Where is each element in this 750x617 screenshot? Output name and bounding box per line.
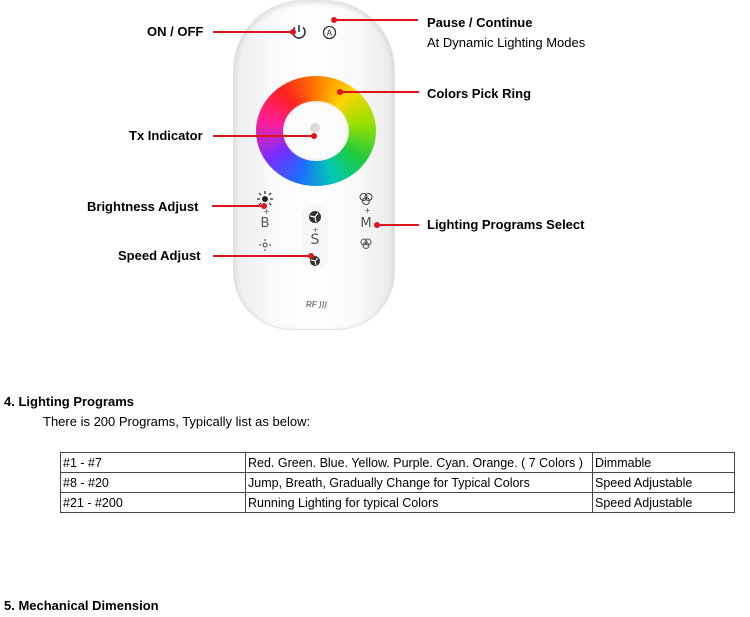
lighting-programs-label: Lighting Programs Select [427,217,585,232]
s-key-label: S [310,232,320,248]
speed-pointer [213,255,311,257]
brightness-label: Brightness Adjust [87,199,199,214]
colors-ring-pointer-dot [337,89,343,95]
section-5-title: 5. Mechanical Dimension [4,598,159,613]
svg-text:+: + [263,207,270,216]
table-cell-feature: Dimmable [592,452,735,473]
colors-ring-pointer [340,91,419,93]
speed-label: Speed Adjust [118,248,201,263]
on-off-pointer-dot [290,29,296,35]
table-row: #1 - #7 Red. Green. Blue. Yellow. Purple… [60,452,735,473]
b-key-label: B [260,216,270,231]
rf-logo: RF ))) [306,300,327,309]
svg-text:+: + [364,206,371,215]
svg-text:+: + [313,226,319,234]
m-key-label: M [360,216,372,231]
svg-text:A: A [327,29,333,38]
section-4-intro: There is 200 Programs, Typically list as… [43,414,311,429]
table-cell-feature: Speed Adjustable [592,472,735,493]
pause-continue-icon: A [321,24,337,40]
table-cell-description: Red. Green. Blue. Yellow. Purple. Cyan. … [245,452,593,473]
brightness-pointer-dot [261,203,267,209]
table-cell-feature: Speed Adjustable [592,492,735,513]
mode-key: + [354,190,378,254]
rf-logo-text: RF [306,300,317,309]
pause-pointer-dot [331,17,337,23]
table-cell-range: #1 - #7 [60,452,246,473]
on-off-pointer [213,31,292,33]
on-off-label: ON / OFF [147,24,204,39]
tx-indicator-light [310,123,320,133]
tx-indicator-pointer [213,135,314,137]
table-cell-range: #8 - #20 [60,472,246,493]
brightness-pointer [212,205,263,207]
table-cell-description: Jump, Breath, Gradually Change for Typic… [245,472,593,493]
tx-indicator-label: Tx Indicator [129,128,203,143]
table-row: #21 - #200 Running Lighting for typical … [60,492,735,513]
pause-label: Pause / Continue [427,15,533,30]
table-cell-description: Running Lighting for typical Colors [245,492,593,513]
table-cell-range: #21 - #200 [60,492,246,513]
pause-pointer [334,19,418,21]
speed-key: + [302,205,328,269]
section-4-title: 4. Lighting Programs [4,394,135,409]
speed-pointer-dot [308,253,314,259]
pause-sublabel: At Dynamic Lighting Modes [427,35,586,50]
lighting-programs-table: #1 - #7 Red. Green. Blue. Yellow. Purple… [60,452,735,513]
lighting-programs-pointer [377,224,419,226]
table-row: #8 - #20 Jump, Breath, Gradually Change … [60,472,735,493]
tx-indicator-pointer-dot [311,133,317,139]
colors-ring-label: Colors Pick Ring [427,86,532,101]
lighting-programs-pointer-dot [374,222,380,228]
wireless-icon: ))) [318,300,327,309]
